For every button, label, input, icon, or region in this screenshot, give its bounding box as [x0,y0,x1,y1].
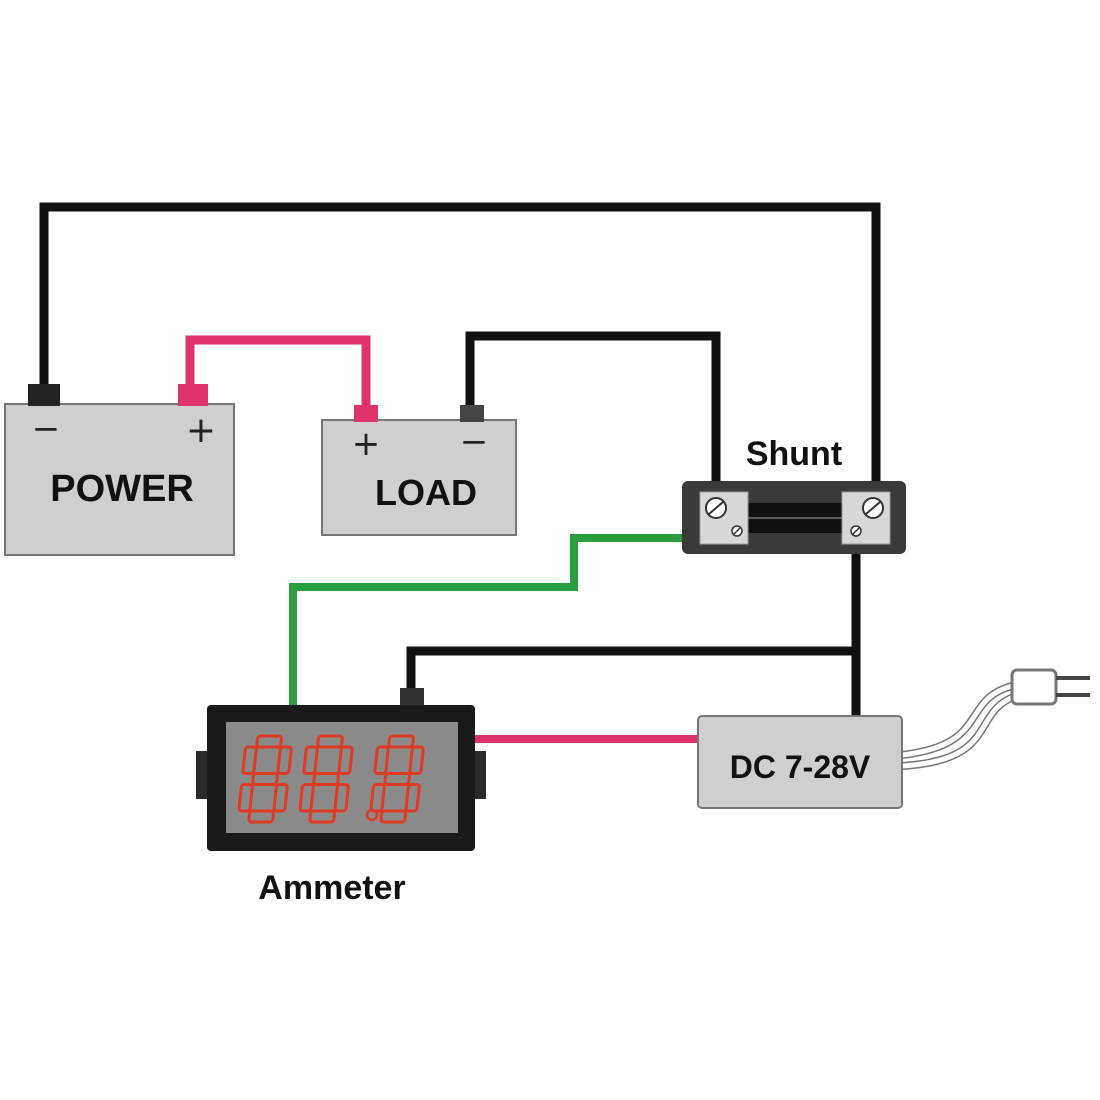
shunt-left-sense-screw-icon [731,525,743,537]
ammeter-decimal-point [365,808,379,822]
wire-shunt-sense-to-ammeter [289,534,736,708]
segment-a [316,734,344,749]
load-plus-sign: + [352,424,381,464]
wire-load-negative-to-shunt [465,331,721,505]
dc-supply: DC 7-28V [697,715,903,809]
ammeter-connector [400,688,424,708]
segment-c [333,783,350,813]
segment-g [251,772,279,786]
power-minus-sign: − [32,409,61,449]
dc-supply-label: DC 7-28V [730,749,871,785]
segment-b [408,745,425,775]
ammeter-label: Ammeter [258,869,405,907]
segment-d [247,809,275,824]
shunt-right-sense-screw-icon [850,525,862,537]
ammeter-display-digits [237,734,425,824]
load-positive-terminal [354,405,378,422]
wire-power-positive-to-load [185,335,371,412]
ammeter: Ammeter [196,688,486,907]
mains-plug [901,668,1090,770]
segment-c [272,783,289,813]
segment-f [241,745,258,775]
segment-g [312,772,340,786]
seven-segment-digit [298,734,354,824]
segment-g [383,772,411,786]
power-plus-sign: + [186,410,216,451]
power-negative-terminal [28,384,60,406]
segment-f [302,745,319,775]
segment-e [298,783,315,813]
segment-d [308,809,336,824]
power-positive-terminal [178,384,208,406]
wire-ammeter-ground [406,646,856,690]
power-battery: − + POWER [4,384,235,556]
segment-d [379,809,407,824]
segment-b [276,745,293,775]
segment-c [404,783,421,813]
load-negative-terminal [460,405,484,422]
segment-e [237,783,254,813]
load-minus-sign: − [460,422,489,462]
segment-b [337,745,354,775]
shunt-left-screw-icon [705,497,727,519]
shunt-label: Shunt [746,435,842,473]
shunt-right-screw-icon [862,497,884,519]
load-label: LOAD [375,472,477,513]
wire-power-negative-to-shunt [39,202,881,505]
load-device: + − LOAD [321,405,517,536]
power-label: POWER [50,468,194,510]
seven-segment-digit [237,734,293,824]
segment-a [387,734,415,749]
segment-a [255,734,283,749]
shunt: Shunt [682,435,906,554]
segment-f [373,745,390,775]
